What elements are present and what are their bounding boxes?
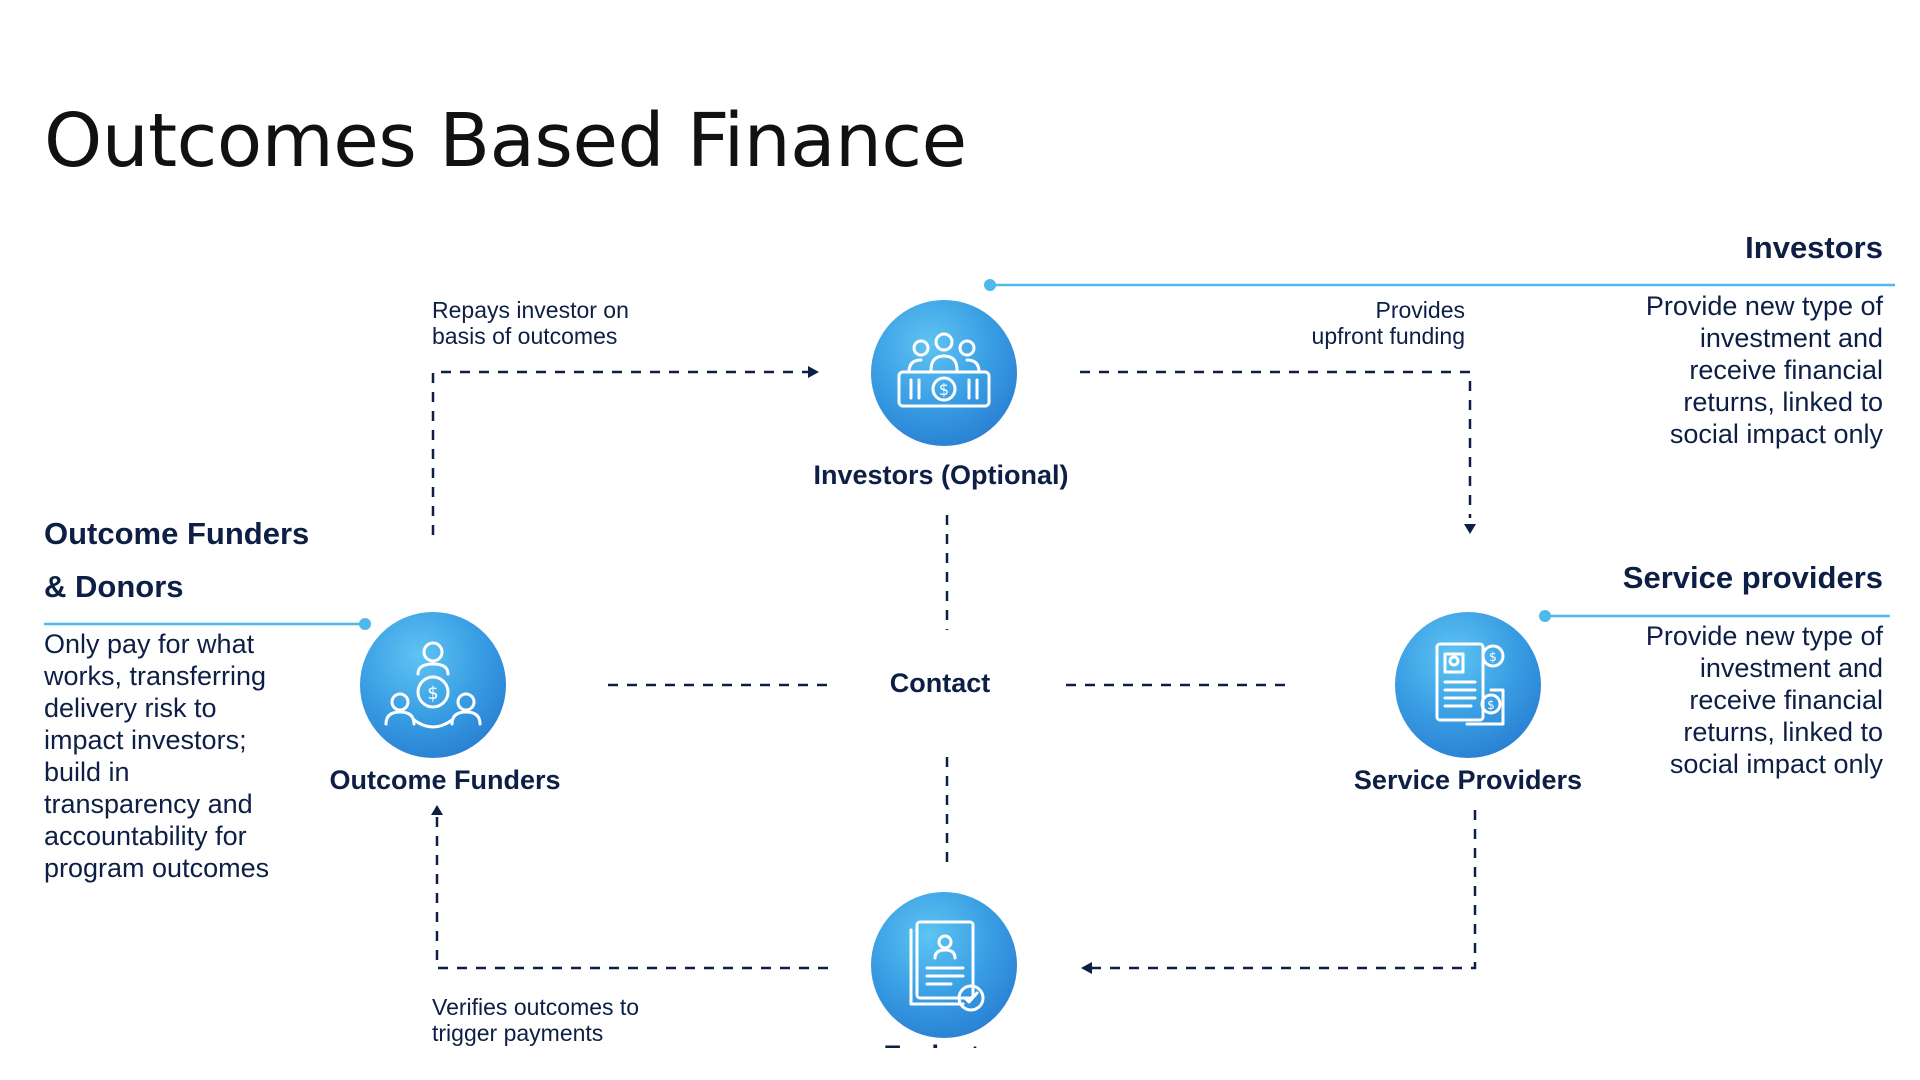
outcome-funders-node[interactable]: $ bbox=[360, 612, 506, 758]
providers-accent-dot bbox=[1539, 610, 1551, 622]
evaluator-node-label: Evaluator bbox=[883, 1040, 1006, 1050]
providers-desc-line: returns, linked to bbox=[1683, 717, 1883, 747]
providers-desc-line: social impact only bbox=[1669, 749, 1883, 779]
provides-flow-label: Provides upfront funding bbox=[1160, 297, 1465, 349]
funders-heading-line-1: Outcome Funders bbox=[44, 516, 310, 551]
center-label: Contact bbox=[889, 668, 991, 698]
investors-desc-line: Provide new type of bbox=[1645, 291, 1883, 321]
funders-desc-line: program outcomes bbox=[44, 853, 270, 883]
repays-connector bbox=[431, 370, 808, 535]
providers-to-evaluator-connector bbox=[1092, 810, 1477, 970]
repays-line-1: Repays investor on bbox=[432, 297, 629, 323]
verifies-line-1: Verifies outcomes to bbox=[432, 994, 640, 1020]
investors-panel-heading: Investors bbox=[1745, 230, 1883, 265]
investors-node[interactable]: $ bbox=[871, 300, 1017, 446]
funders-heading-line-2: & Donors bbox=[44, 569, 184, 604]
funders-desc-line: Only pay for what bbox=[44, 629, 255, 659]
providers-desc-line: investment and bbox=[1699, 653, 1883, 683]
investors-desc-line: social impact only bbox=[1669, 419, 1883, 449]
outcome-funders-node-label: Outcome Funders bbox=[329, 765, 561, 795]
service-providers-node[interactable]: $ $ bbox=[1395, 612, 1541, 758]
evaluator-to-funders-connector bbox=[435, 815, 828, 970]
provides-line-2: upfront funding bbox=[1311, 323, 1465, 349]
svg-text:$: $ bbox=[939, 380, 949, 399]
investors-panel-description: Provide new type of investment and recei… bbox=[1400, 290, 1883, 450]
arrowhead-to-providers bbox=[1464, 524, 1476, 534]
svg-text:$: $ bbox=[427, 683, 438, 704]
service-providers-node-label: Service Providers bbox=[1353, 765, 1583, 795]
repays-line-2: basis of outcomes bbox=[432, 323, 618, 349]
funders-money-icon: $ bbox=[384, 641, 482, 729]
evaluator-node[interactable] bbox=[871, 892, 1017, 1038]
svg-text:$: $ bbox=[1489, 650, 1497, 664]
funders-desc-line: build in bbox=[44, 757, 130, 787]
evaluator-certificate-icon bbox=[909, 920, 985, 1012]
evaluator-label-clip: Evaluator bbox=[820, 1040, 1070, 1050]
arrowhead-to-evaluator bbox=[1081, 962, 1092, 974]
repays-flow-label: Repays investor on basis of outcomes bbox=[432, 297, 629, 349]
provides-connector bbox=[1080, 370, 1472, 518]
arrowhead-to-investors bbox=[808, 366, 819, 378]
arrowhead-to-funders bbox=[431, 805, 443, 815]
investors-accent-dot bbox=[984, 279, 996, 291]
funders-description: Only pay for what works, transferring de… bbox=[44, 628, 269, 884]
funders-desc-line: accountability for bbox=[44, 821, 247, 851]
verifies-line-2: trigger payments bbox=[432, 1020, 604, 1046]
providers-desc-line: Provide new type of bbox=[1645, 621, 1883, 651]
investors-desc-line: returns, linked to bbox=[1683, 387, 1883, 417]
funders-desc-line: works, transferring bbox=[44, 661, 267, 691]
funders-desc-line: delivery risk to bbox=[44, 693, 217, 723]
investors-node-label: Investors (Optional) bbox=[813, 460, 1069, 490]
funders-desc-line: impact investors; bbox=[44, 725, 247, 755]
investors-desc-line: receive financial bbox=[1689, 355, 1883, 385]
providers-desc-line: receive financial bbox=[1689, 685, 1883, 715]
providers-panel-heading: Service providers bbox=[1622, 560, 1883, 595]
svg-text:$: $ bbox=[1487, 698, 1495, 712]
investors-money-icon: $ bbox=[897, 332, 991, 408]
page-title: Outcomes Based Finance bbox=[44, 98, 967, 184]
verifies-flow-label: Verifies outcomes to trigger payments bbox=[432, 994, 639, 1046]
investors-desc-line: investment and bbox=[1699, 323, 1883, 353]
providers-panel-description: Provide new type of investment and recei… bbox=[1400, 620, 1883, 780]
provides-line-1: Provides bbox=[1375, 297, 1465, 323]
funders-accent-dot bbox=[359, 618, 371, 630]
provider-document-icon: $ $ bbox=[1435, 642, 1505, 726]
funders-desc-line: transparency and bbox=[44, 789, 253, 819]
bottom-mask bbox=[0, 1048, 1920, 1080]
